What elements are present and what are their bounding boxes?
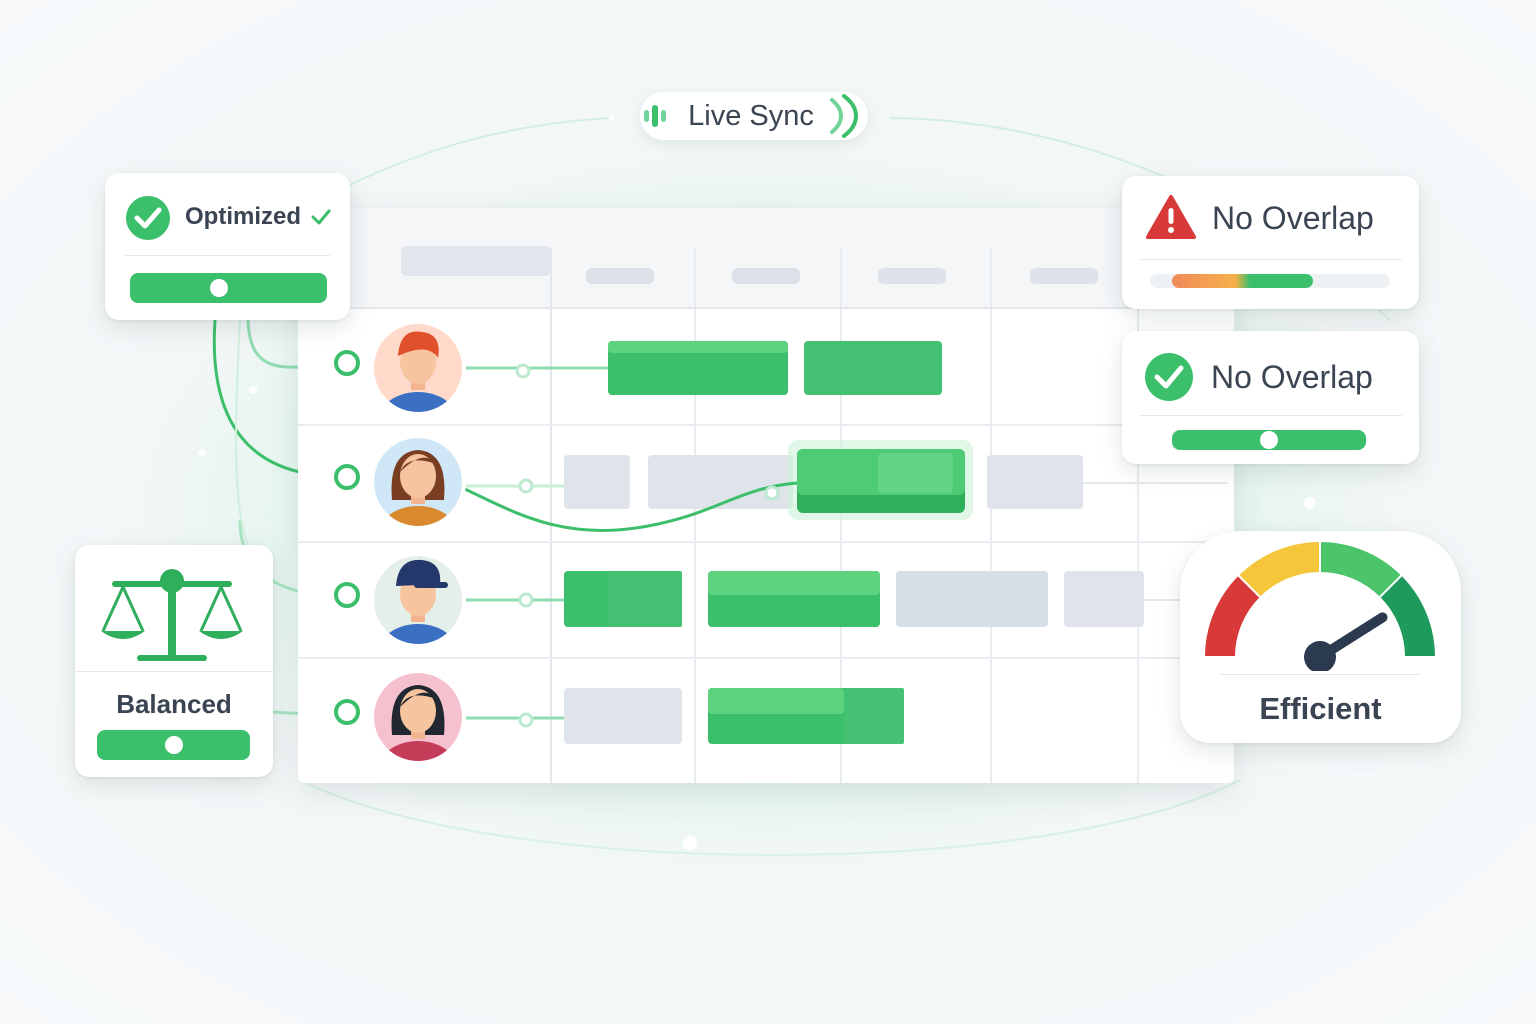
empty-slot[interactable] <box>896 571 1048 627</box>
efficiency-card[interactable]: Efficient <box>1180 531 1461 743</box>
slider-knob[interactable] <box>209 279 228 297</box>
live-sync-label: Live Sync <box>688 99 814 132</box>
sync-waves-icon <box>644 105 667 127</box>
efficient-label: Efficient <box>1259 691 1382 726</box>
empty-slot[interactable] <box>564 688 682 744</box>
overlap-progress-fill <box>1172 274 1314 288</box>
avatar[interactable] <box>334 434 466 558</box>
overlap-ok-label: No Overlap <box>1211 359 1373 395</box>
column-header-4 <box>1030 268 1098 284</box>
optimized-slider[interactable] <box>130 273 327 303</box>
overlap-warning-card[interactable]: No Overlap <box>1122 176 1419 309</box>
column-header-3 <box>878 268 946 284</box>
balanced-label: Balanced <box>116 689 232 719</box>
gauge-segment <box>1377 573 1438 658</box>
shift-block[interactable] <box>608 341 788 395</box>
empty-slot[interactable] <box>648 455 793 509</box>
optimized-card[interactable]: Optimized <box>105 173 350 320</box>
avatar[interactable] <box>334 320 466 444</box>
header-placeholder <box>401 246 551 276</box>
check-circle-icon <box>126 196 170 240</box>
signal-waves-icon <box>829 94 858 138</box>
shift-block[interactable] <box>804 341 942 395</box>
gauge-hub <box>1304 641 1336 671</box>
empty-slot[interactable] <box>564 455 630 509</box>
overlap-warning-label: No Overlap <box>1212 200 1374 236</box>
column-header-2 <box>732 268 800 284</box>
checkmark-icon <box>311 209 331 225</box>
avatar[interactable] <box>334 552 466 676</box>
scales-icon <box>101 569 243 661</box>
optimized-label: Optimized <box>185 203 302 230</box>
check-circle-icon <box>1145 353 1193 401</box>
balanced-slider[interactable] <box>97 730 250 760</box>
warning-icon <box>1146 195 1196 239</box>
slider-knob[interactable] <box>164 736 183 754</box>
empty-slot[interactable] <box>987 455 1083 509</box>
balanced-card[interactable]: Balanced <box>75 545 273 777</box>
overlap-slider[interactable] <box>1172 430 1366 450</box>
overlap-progress-bar <box>1150 274 1390 288</box>
gauge-icon <box>1202 539 1438 671</box>
slider-knob[interactable] <box>1260 431 1278 449</box>
overlap-ok-card[interactable]: No Overlap <box>1122 331 1419 464</box>
empty-slot[interactable] <box>1064 571 1144 627</box>
avatar[interactable] <box>334 669 466 793</box>
column-header-1 <box>586 268 654 284</box>
live-sync-pill[interactable]: Live Sync <box>640 92 868 140</box>
